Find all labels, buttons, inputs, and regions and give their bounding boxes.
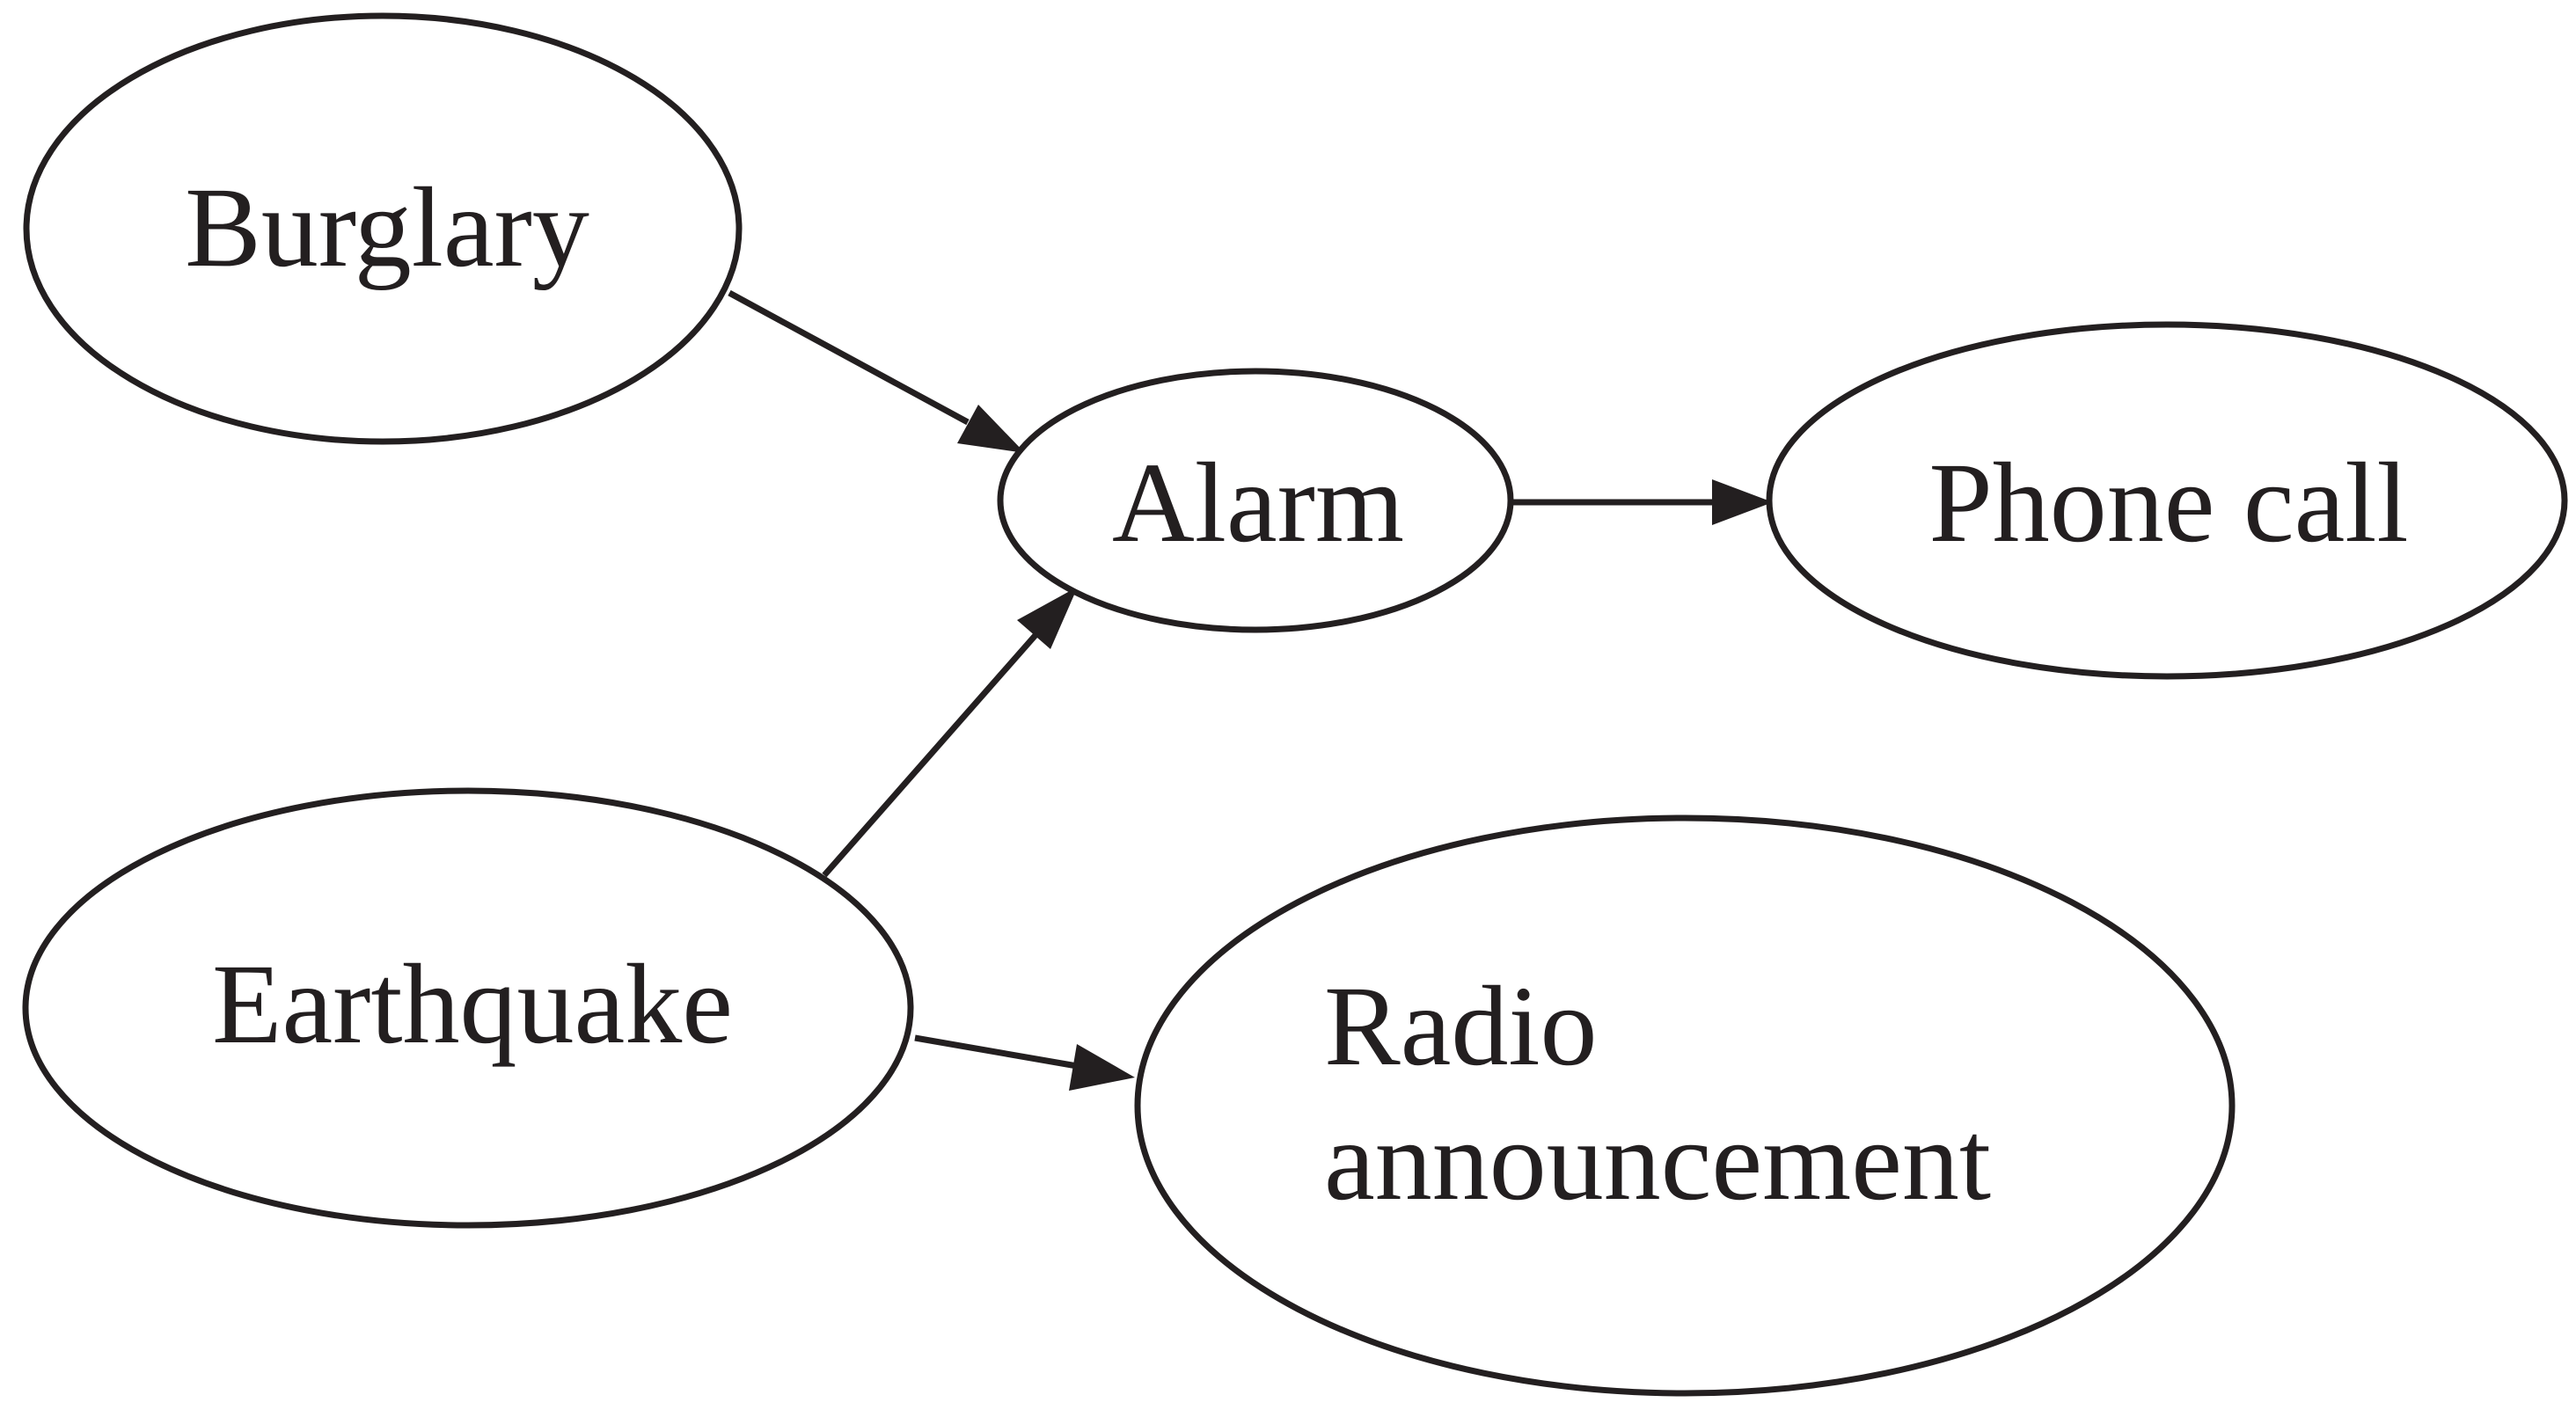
node-earthquake[interactable]: Earthquake	[22, 787, 914, 1229]
node-label-alarm: Alarm	[1112, 440, 1404, 566]
node-label-radio: Radio	[1324, 963, 1598, 1090]
edge-burglary-to-alarm	[728, 289, 1025, 453]
arrow-head	[1017, 587, 1078, 649]
edge-alarm-to-phone-call	[1513, 479, 1773, 525]
edge-earthquake-to-radio-announcement	[914, 1034, 1135, 1091]
node-alarm[interactable]: Alarm	[997, 368, 1514, 633]
node-ellipse	[997, 368, 1514, 633]
edge-line	[728, 289, 970, 426]
edge-line	[822, 625, 1045, 878]
node-ellipse	[1766, 321, 2568, 680]
node-ellipse	[23, 12, 743, 445]
node-burglary[interactable]: Burglary	[23, 12, 743, 445]
edge-earthquake-to-alarm	[822, 587, 1078, 878]
edge-line	[914, 1034, 1083, 1070]
node-ellipse	[22, 787, 914, 1229]
node-radio-announcement[interactable]: Radio announcement	[1134, 814, 2236, 1397]
node-label-earthquake: Earthquake	[212, 941, 733, 1068]
node-label-phone-call: Phone call	[1928, 440, 2408, 566]
node-phone-call[interactable]: Phone call	[1766, 321, 2568, 680]
arrow-head	[957, 405, 1025, 453]
arrow-head	[1069, 1044, 1135, 1091]
node-label-burglary: Burglary	[185, 164, 589, 291]
node-label-announcement: announcement	[1324, 1098, 1991, 1224]
node-ellipse	[1134, 814, 2236, 1397]
arrow-head	[1712, 479, 1773, 525]
